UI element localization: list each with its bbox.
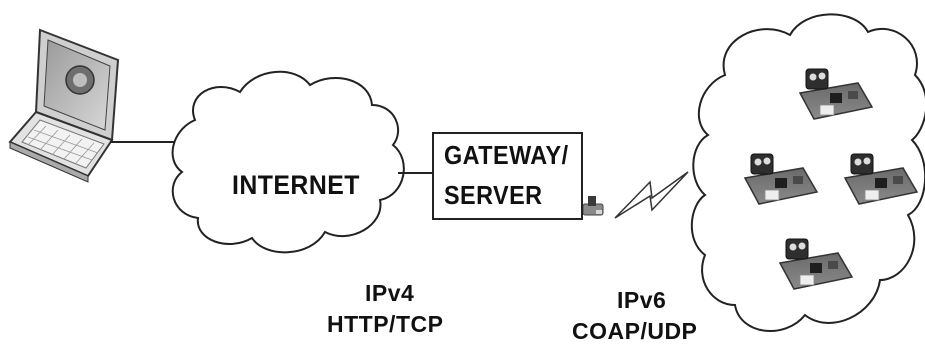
gateway-label-line1: GATEWAY/ (444, 140, 569, 170)
wireless-link-icon (614, 171, 689, 219)
left-protocol-transport-label: HTTP/TCP (327, 311, 444, 337)
gateway-server-box (432, 132, 583, 220)
sensor-network-cloud (690, 13, 925, 332)
gateway-label-line2: SERVER (444, 180, 543, 210)
sensor-node-icon (743, 153, 819, 205)
laptop-icon (8, 28, 120, 183)
right-protocol-ip-label: IPv6 (617, 287, 667, 313)
right-protocol-transport-label: COAP/UDP (572, 318, 698, 344)
gateway-radio-icon (582, 196, 604, 216)
internet-label: INTERNET (232, 170, 360, 200)
sensor-node-icon (843, 153, 919, 205)
internet-cloud (171, 70, 405, 254)
sensor-node-icon (798, 68, 874, 120)
sensor-node-icon (778, 238, 854, 290)
left-protocol-ip-label: IPv4 (365, 280, 415, 306)
